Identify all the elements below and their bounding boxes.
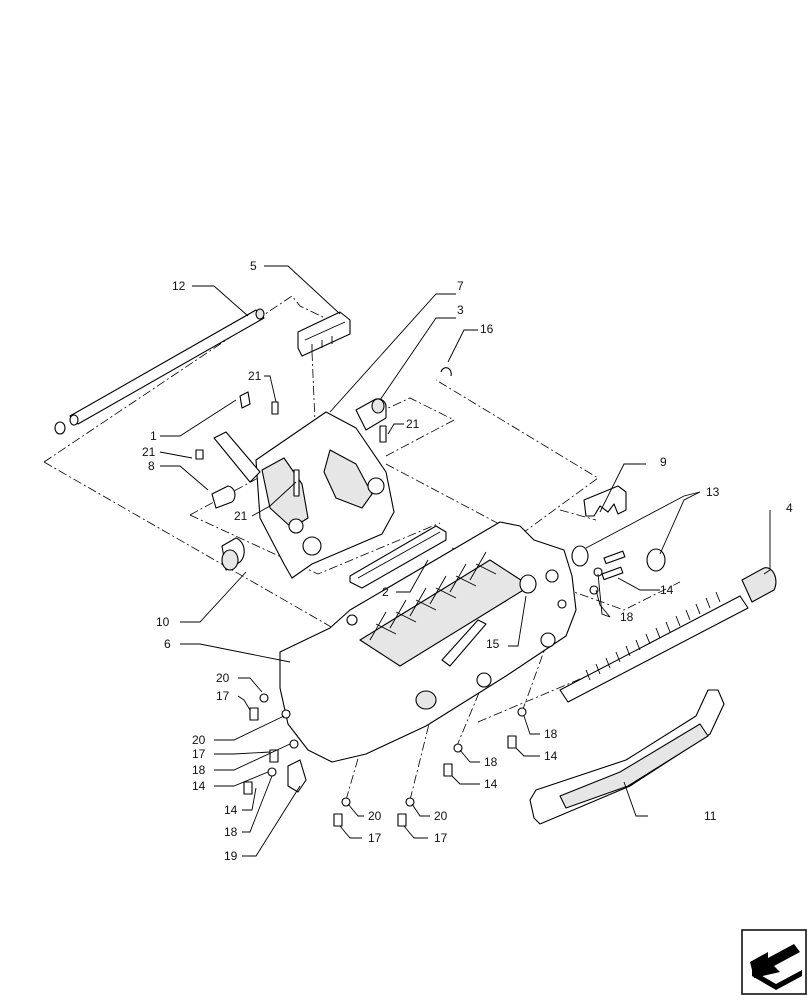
flip-view-arrow-icon[interactable] bbox=[741, 929, 807, 995]
upper-bracket-assembly bbox=[195, 391, 395, 579]
leader-lines bbox=[159, 265, 771, 857]
handle-part-11 bbox=[529, 689, 725, 825]
screw-part-4 bbox=[559, 567, 777, 703]
callout-6: 6 bbox=[164, 637, 171, 651]
callout-21-b: 21 bbox=[142, 445, 156, 459]
callout-20-b: 20 bbox=[192, 733, 206, 747]
callout-3: 3 bbox=[457, 303, 464, 317]
main-housing-part-6 bbox=[279, 521, 577, 763]
callout-14-b: 14 bbox=[192, 779, 206, 793]
callout-14-d: 14 bbox=[484, 777, 498, 791]
callout-7: 7 bbox=[457, 279, 464, 293]
callout-17-c: 17 bbox=[368, 831, 382, 845]
bolts-right-14-18 bbox=[589, 550, 626, 595]
ring-parts-13 bbox=[571, 545, 666, 572]
callout-18-d: 18 bbox=[484, 755, 498, 769]
callout-18-c: 18 bbox=[224, 825, 238, 839]
callout-8: 8 bbox=[148, 459, 155, 473]
callout-20-d: 20 bbox=[434, 809, 448, 823]
callout-11: 11 bbox=[704, 809, 717, 823]
callout-9: 9 bbox=[660, 455, 667, 469]
callout-21-d: 21 bbox=[406, 417, 420, 431]
callout-17-d: 17 bbox=[434, 831, 448, 845]
callout-14-e: 14 bbox=[544, 749, 558, 763]
cap-part-5 bbox=[297, 311, 351, 357]
callout-13: 13 bbox=[706, 485, 720, 499]
callout-labels: 5 12 7 3 16 21 1 21 8 21 21 9 13 4 2 10 … bbox=[142, 259, 793, 863]
callout-16: 16 bbox=[480, 322, 494, 336]
sleeve-part-10 bbox=[221, 537, 245, 571]
callout-2: 2 bbox=[382, 585, 389, 599]
callout-18-b: 18 bbox=[192, 763, 206, 777]
callout-4: 4 bbox=[786, 501, 793, 515]
callout-15: 15 bbox=[486, 637, 500, 651]
callout-14-c: 14 bbox=[224, 803, 238, 817]
callout-21-a: 21 bbox=[248, 369, 262, 383]
callout-18-e: 18 bbox=[544, 727, 558, 741]
callout-19: 19 bbox=[224, 849, 238, 863]
rod-part-12 bbox=[54, 308, 265, 435]
link-part-2 bbox=[349, 525, 447, 589]
callout-10: 10 bbox=[156, 615, 170, 629]
clip-part-16 bbox=[440, 367, 452, 377]
callout-18-a: 18 bbox=[620, 610, 634, 624]
callout-12: 12 bbox=[172, 279, 186, 293]
callout-20-a: 20 bbox=[216, 671, 230, 685]
callout-20-c: 20 bbox=[368, 809, 382, 823]
callout-17-b: 17 bbox=[192, 747, 206, 761]
callout-17-a: 17 bbox=[216, 689, 230, 703]
callout-5: 5 bbox=[250, 259, 257, 273]
callout-21-c: 21 bbox=[234, 509, 248, 523]
callout-1: 1 bbox=[150, 429, 157, 443]
callout-14-a: 14 bbox=[660, 583, 674, 597]
bushing-part-3 bbox=[355, 398, 387, 431]
